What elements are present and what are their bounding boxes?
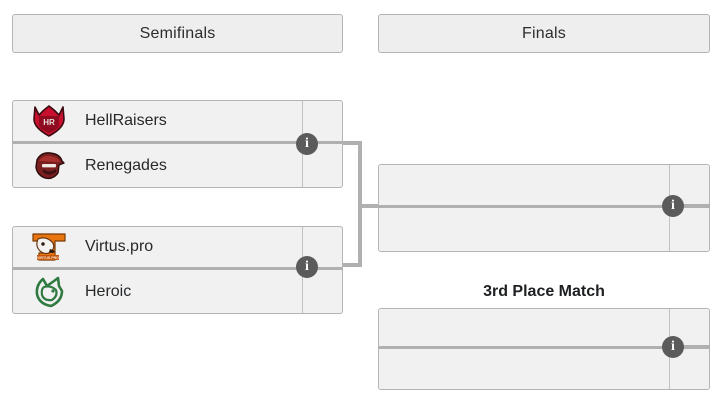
- team-score: [669, 349, 709, 389]
- connector-sf2-horizontal: [343, 263, 362, 267]
- round-header-semifinals-label: Semifinals: [139, 24, 216, 42]
- match-row[interactable]: [379, 349, 709, 389]
- team-score: [669, 309, 709, 346]
- match-row[interactable]: Heroic: [13, 270, 342, 313]
- match-row[interactable]: [379, 309, 709, 349]
- info-icon[interactable]: i: [296, 256, 318, 278]
- match-row[interactable]: HR HellRaisers: [13, 101, 342, 144]
- connector-sf1-horizontal: [343, 141, 362, 145]
- svg-text:VIRTUS.PRO: VIRTUS.PRO: [37, 256, 59, 260]
- team-score: [669, 165, 709, 205]
- svg-text:HR: HR: [43, 118, 55, 127]
- team-score: [669, 208, 709, 251]
- third-place-match-title: 3rd Place Match: [483, 283, 605, 300]
- info-icon[interactable]: i: [296, 133, 318, 155]
- hellraisers-logo: HR: [13, 101, 85, 141]
- team-logo-placeholder: [379, 165, 451, 205]
- team-score: [302, 270, 342, 313]
- team-logo-placeholder: [379, 208, 451, 251]
- round-header-semifinals: Semifinals: [12, 14, 343, 53]
- match-row[interactable]: VIRTUS.PRO Virtus.pro: [13, 227, 342, 270]
- match-row[interactable]: Renegades: [13, 144, 342, 187]
- match-box-final[interactable]: [378, 164, 710, 252]
- renegades-logo: [13, 144, 85, 187]
- round-header-finals-label: Finals: [522, 24, 566, 42]
- team-logo-placeholder: [379, 309, 451, 346]
- info-icon[interactable]: i: [662, 336, 684, 358]
- match-row[interactable]: [379, 165, 709, 208]
- connector-third-outlet: [682, 345, 710, 349]
- match-box-sf2[interactable]: VIRTUS.PRO Virtus.pro Heroic: [12, 226, 343, 314]
- team-logo-placeholder: [379, 349, 451, 389]
- team-score: [302, 101, 342, 141]
- connector-final-outlet: [682, 204, 710, 208]
- match-box-sf1[interactable]: HR HellRaisers Renegades: [12, 100, 343, 188]
- heroic-logo: [13, 270, 85, 313]
- connector-final-inlet: [358, 204, 380, 208]
- round-header-finals: Finals: [378, 14, 710, 53]
- info-icon[interactable]: i: [662, 195, 684, 217]
- match-row[interactable]: [379, 208, 709, 251]
- team-score: [302, 144, 342, 187]
- virtuspro-logo: VIRTUS.PRO: [13, 227, 85, 267]
- match-box-third-place[interactable]: [378, 308, 710, 390]
- team-score: [302, 227, 342, 267]
